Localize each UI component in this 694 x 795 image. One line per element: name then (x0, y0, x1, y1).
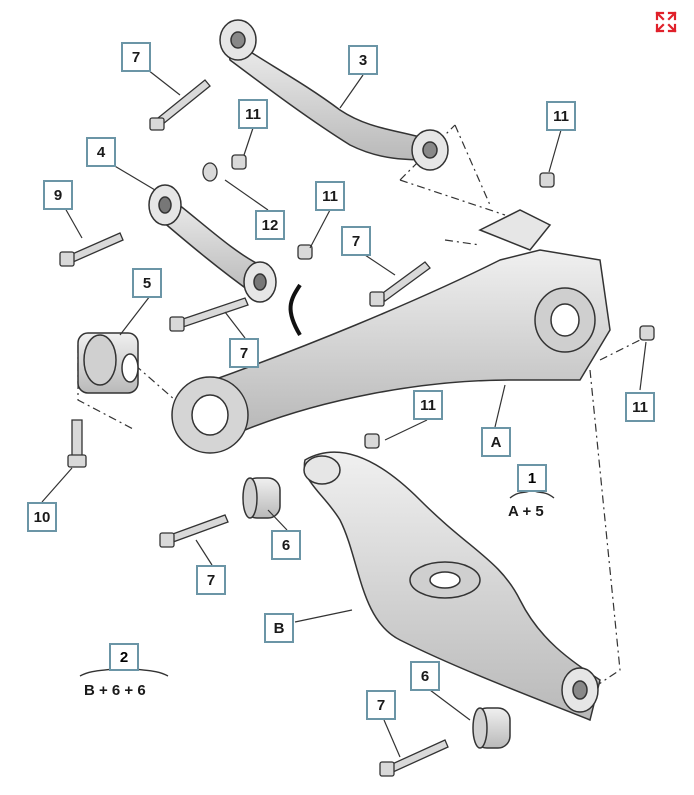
callout-A-trailing-arm: A (481, 427, 511, 457)
callout-12-washer: 12 (255, 210, 285, 240)
bolts (59, 79, 449, 777)
kit-2-number: 2 (109, 643, 139, 671)
callout-9-bolt: 9 (43, 180, 73, 210)
callout-11-nut-upper: 11 (238, 99, 268, 129)
bushing-6-upper (242, 477, 281, 519)
leader-lines (41, 69, 647, 758)
callout-6-bushing-lower: 6 (410, 661, 440, 691)
callout-7-bolt-lower-left: 7 (196, 565, 226, 595)
callout-11-nut-right: 11 (546, 101, 576, 131)
callout-7-bolt-mid: 7 (341, 226, 371, 256)
kit-2-formula: B + 6 + 6 (84, 682, 146, 699)
callout-7-top-left-bolt: 7 (121, 42, 151, 72)
callout-10-bolt: 10 (27, 502, 57, 532)
callout-11-nut-mid: 11 (315, 181, 345, 211)
callout-11-nut-lower: 11 (413, 390, 443, 420)
callout-5-bushing: 5 (132, 268, 162, 298)
callout-11-nut-far-right: 11 (625, 392, 655, 422)
upper-control-arm-3 (219, 19, 449, 171)
trailing-arm-A (171, 209, 611, 454)
nuts-and-washers (202, 154, 655, 449)
kit-1-formula: A + 5 (508, 503, 544, 520)
callout-7-bolt-bottom: 7 (366, 690, 396, 720)
kit-1-number: 1 (517, 464, 547, 492)
expand-icon-graphic (655, 11, 677, 33)
callout-3-upper-arm: 3 (348, 45, 378, 75)
callout-7-bolt-left: 7 (229, 338, 259, 368)
callout-4-link-arm: 4 (86, 137, 116, 167)
callout-6-bushing-upper: 6 (271, 530, 301, 560)
lower-control-arm-B (303, 451, 601, 722)
bushing-5 (77, 332, 139, 394)
link-arm-4 (148, 184, 277, 303)
expand-arrows-icon[interactable] (654, 10, 678, 34)
callout-B-lower-arm: B (264, 613, 294, 643)
bushing-6-lower (472, 707, 511, 749)
